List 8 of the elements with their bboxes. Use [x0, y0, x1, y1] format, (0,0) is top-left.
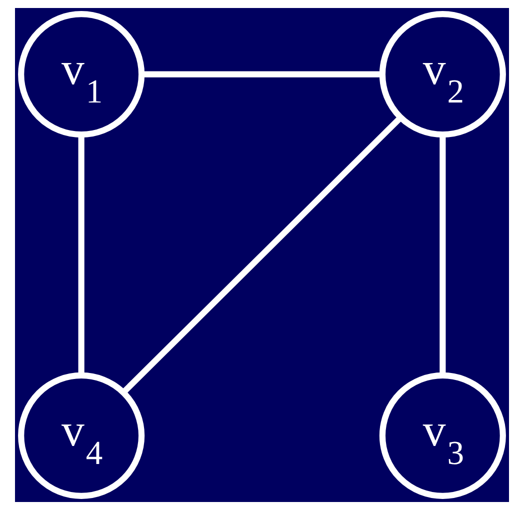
node-circle: v$_{1}$: [18, 11, 145, 138]
node-circle: v$_{3}$: [379, 372, 506, 499]
node-circle: v$_{2}$: [379, 11, 506, 138]
connector: [122, 115, 403, 394]
connector: [440, 134, 446, 376]
node-circle: v$_{4}$: [18, 372, 145, 499]
connector: [142, 71, 382, 78]
connector: [78, 134, 84, 376]
